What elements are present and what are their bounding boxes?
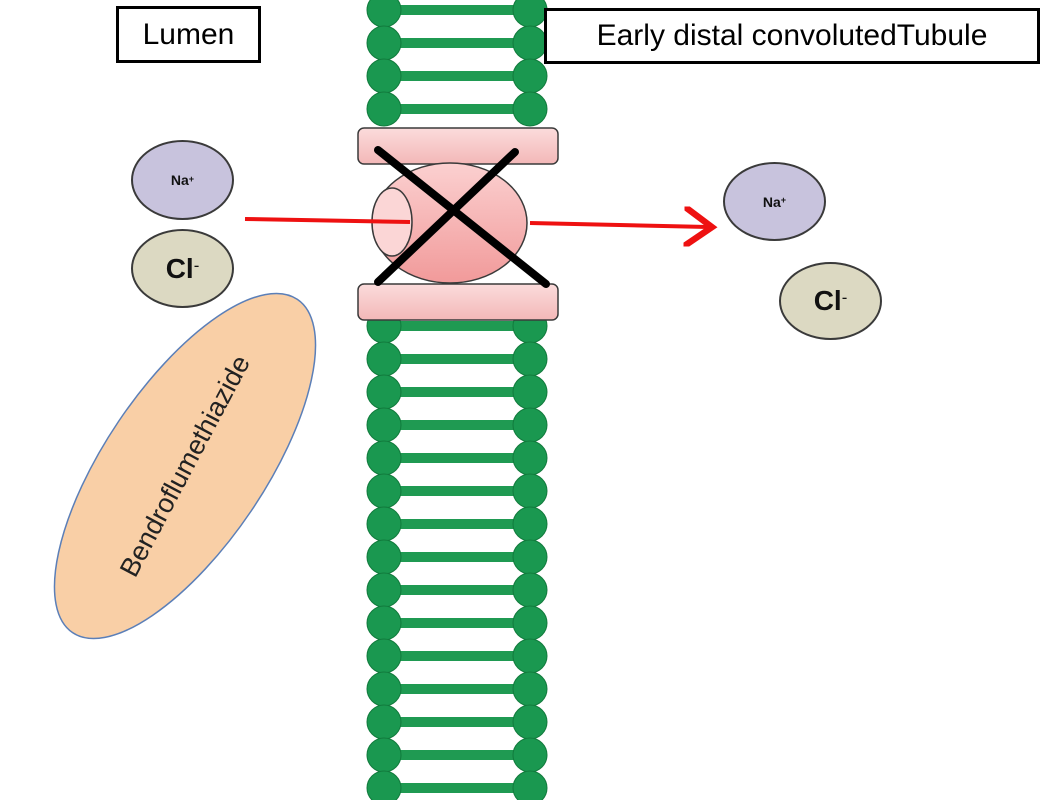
phospholipid-head bbox=[512, 91, 548, 127]
ion-symbol: Cl bbox=[165, 252, 194, 284]
phospholipid-head bbox=[366, 704, 402, 740]
lipid-tail bbox=[384, 38, 530, 48]
lipid-tail bbox=[384, 618, 530, 628]
phospholipid-head bbox=[366, 671, 402, 707]
phospholipid-head bbox=[512, 407, 548, 443]
phospholipid-head bbox=[366, 770, 402, 800]
lipid-tail bbox=[384, 717, 530, 727]
lumen-label-text: Lumen bbox=[142, 17, 235, 51]
ion-symbol: Cl bbox=[813, 285, 842, 316]
ion-symbol: Na bbox=[762, 193, 781, 210]
lumen-label: Lumen bbox=[116, 6, 261, 63]
phospholipid-head bbox=[366, 91, 402, 127]
phospholipid-head bbox=[512, 341, 548, 377]
phospholipid-head bbox=[366, 0, 402, 28]
lipid-tail bbox=[384, 71, 530, 81]
transporter-lower-band bbox=[357, 283, 559, 321]
lipid-tail bbox=[384, 420, 530, 430]
phospholipid-head bbox=[366, 341, 402, 377]
phospholipid-head bbox=[366, 572, 402, 608]
block-cross-stroke-2 bbox=[374, 148, 519, 286]
phospholipid-head bbox=[512, 770, 548, 800]
phospholipid-head bbox=[366, 25, 402, 61]
lipid-tail bbox=[384, 783, 530, 793]
lipid-tail bbox=[384, 354, 530, 364]
tubule-label-text: Early distal convolutedTubule bbox=[596, 19, 988, 52]
tubule-label: Early distal convolutedTubule bbox=[544, 8, 1040, 64]
lipid-tail bbox=[384, 321, 530, 331]
lipid-tail bbox=[384, 519, 530, 529]
block-cross-stroke-1 bbox=[374, 146, 550, 288]
lipid-tail bbox=[384, 552, 530, 562]
sodium-ion-lumen: Na+ bbox=[131, 140, 234, 220]
phospholipid-head bbox=[512, 473, 548, 509]
chloride-ion-tubule-cell: Cl- bbox=[779, 262, 882, 340]
phospholipid-head bbox=[512, 440, 548, 476]
phospholipid-head bbox=[366, 737, 402, 773]
phospholipid-head bbox=[512, 539, 548, 575]
ion-symbol: Na bbox=[170, 172, 189, 188]
phospholipid-head bbox=[366, 374, 402, 410]
lipid-tail bbox=[384, 684, 530, 694]
phospholipid-head bbox=[512, 0, 548, 28]
lipid-tail bbox=[384, 453, 530, 463]
lipid-tail bbox=[384, 585, 530, 595]
phospholipid-head bbox=[366, 440, 402, 476]
ion-outflow-arrow bbox=[529, 223, 708, 227]
sodium-ion-tubule-cell: Na+ bbox=[723, 162, 826, 241]
phospholipid-head bbox=[366, 539, 402, 575]
phospholipid-head bbox=[512, 58, 548, 94]
lipid-bilayer-upper bbox=[366, 0, 548, 127]
lipid-bilayer-lower bbox=[366, 308, 548, 800]
phospholipid-head bbox=[366, 407, 402, 443]
phospholipid-head bbox=[366, 638, 402, 674]
lipid-tail bbox=[384, 651, 530, 661]
phospholipid-head bbox=[366, 473, 402, 509]
phospholipid-head bbox=[366, 506, 402, 542]
phospholipid-head bbox=[512, 506, 548, 542]
phospholipid-head bbox=[512, 638, 548, 674]
drug-ellipse bbox=[53, 292, 317, 640]
phospholipid-head bbox=[512, 572, 548, 608]
lipid-tail bbox=[384, 387, 530, 397]
lipid-tail bbox=[384, 486, 530, 496]
phospholipid-head bbox=[512, 704, 548, 740]
phospholipid-head bbox=[512, 737, 548, 773]
lipid-tail bbox=[384, 750, 530, 760]
ion-inflow-arrow bbox=[244, 217, 411, 224]
phospholipid-head bbox=[512, 25, 548, 61]
phospholipid-head bbox=[512, 605, 548, 641]
phospholipid-head bbox=[512, 374, 548, 410]
lipid-tail bbox=[384, 5, 530, 15]
phospholipid-head bbox=[366, 605, 402, 641]
chloride-ion-lumen: Cl- bbox=[131, 229, 234, 308]
lipid-tail bbox=[384, 104, 530, 114]
phospholipid-head bbox=[366, 58, 402, 94]
phospholipid-head bbox=[512, 671, 548, 707]
